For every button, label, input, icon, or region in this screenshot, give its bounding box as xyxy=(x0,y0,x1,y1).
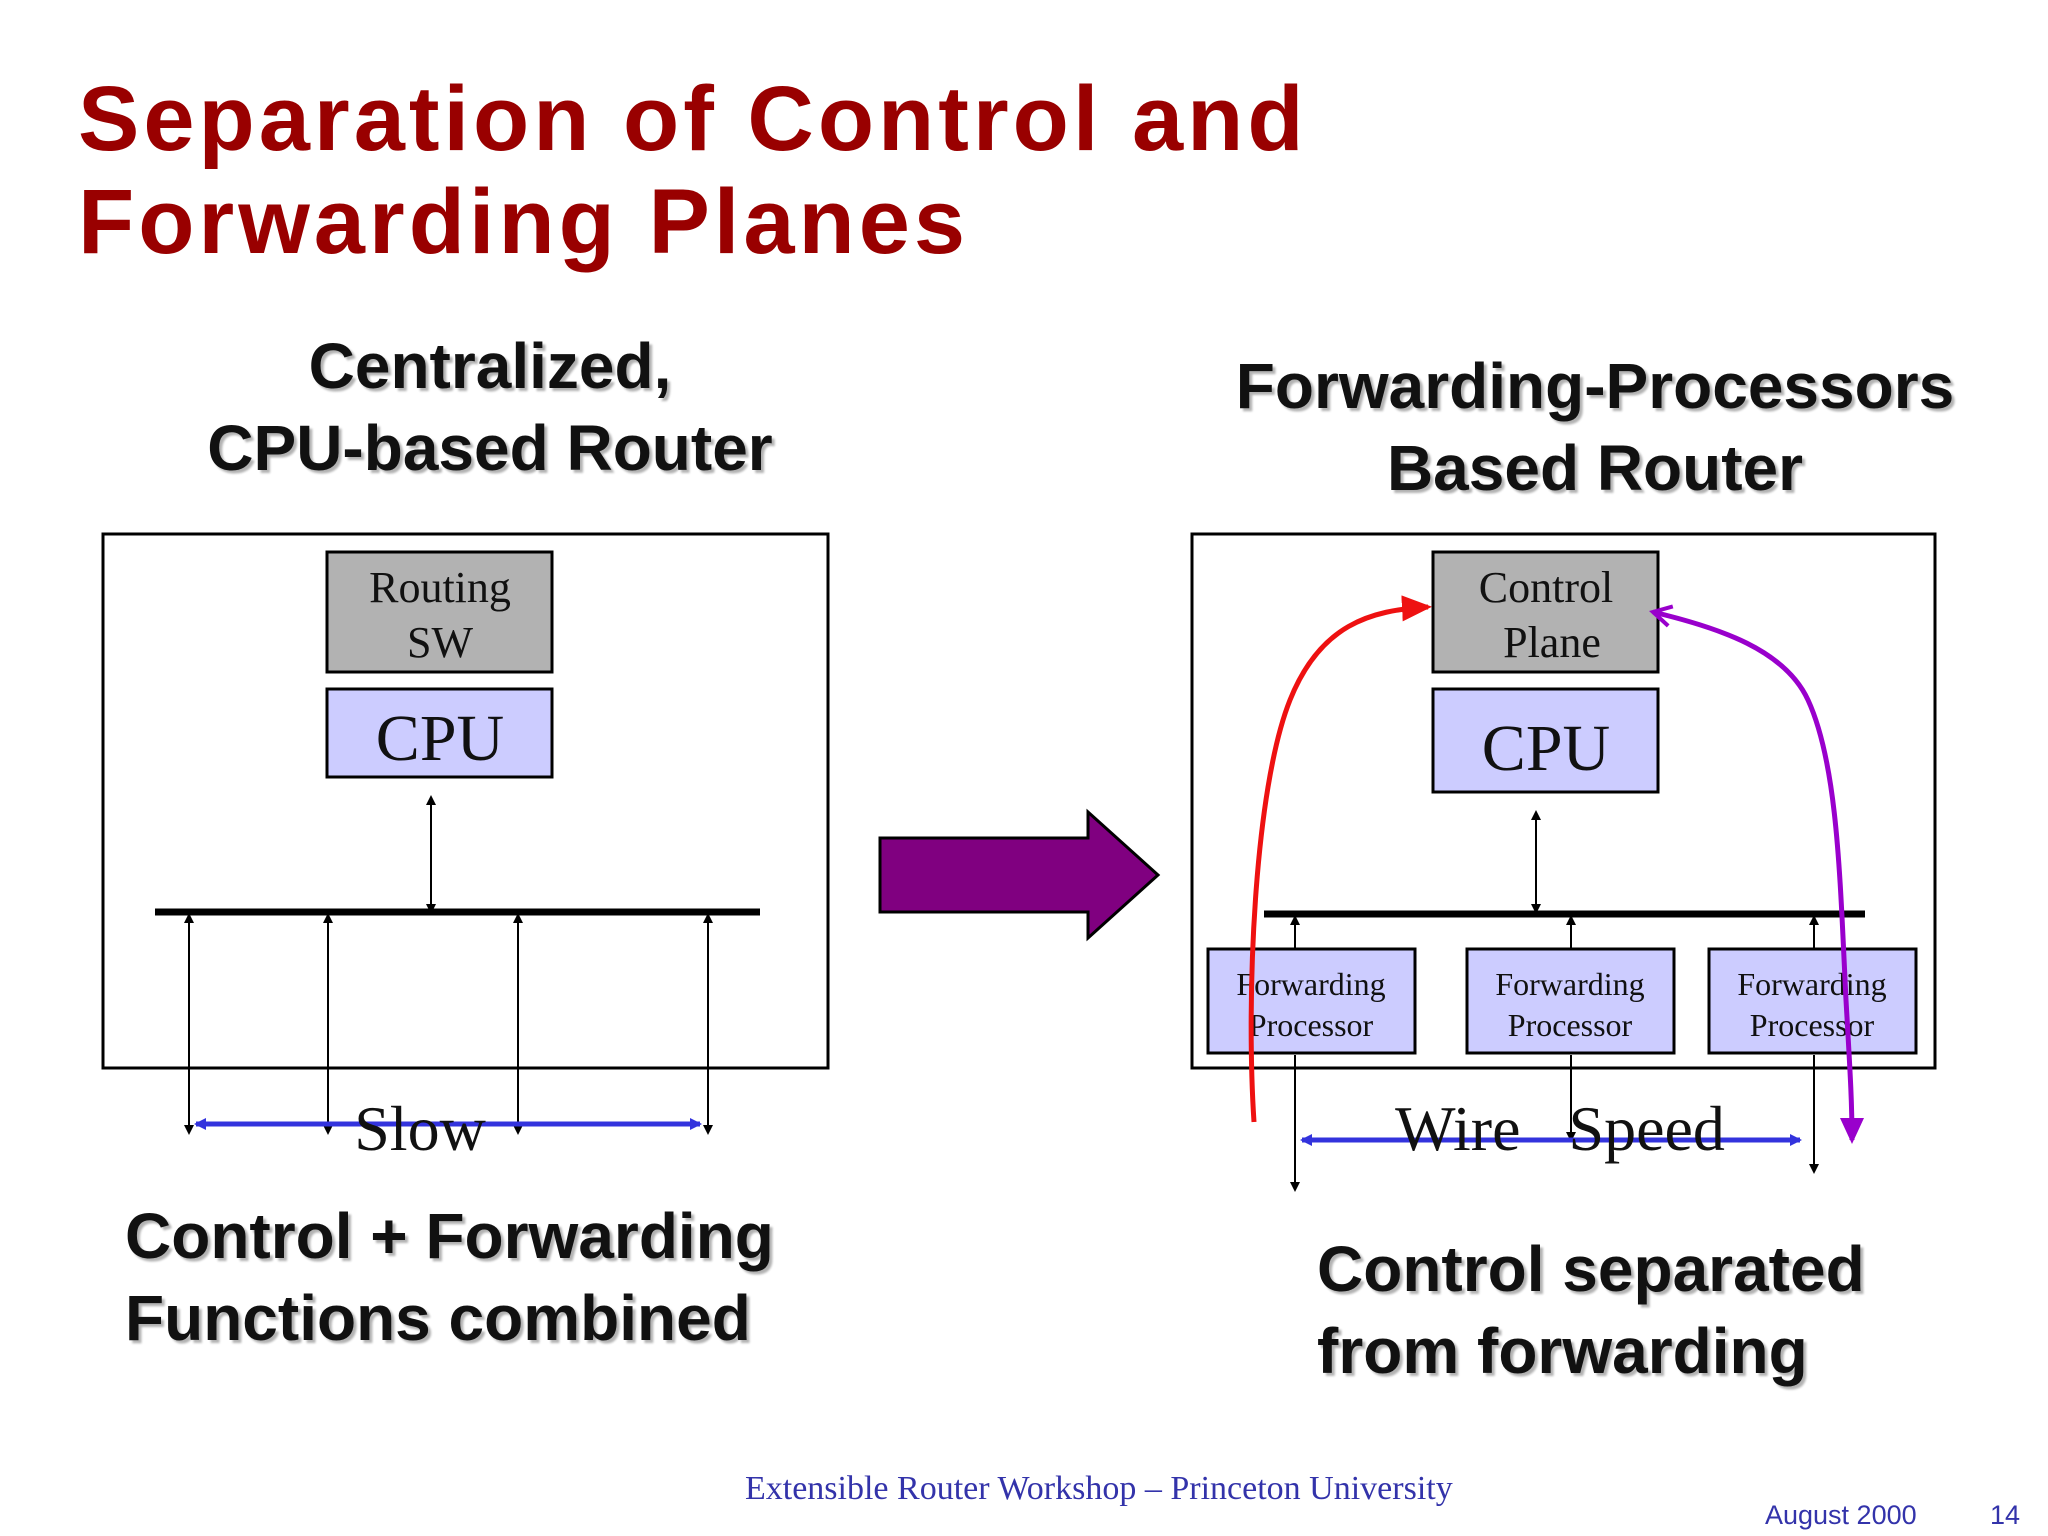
right-cpu-box: CPU xyxy=(1431,687,1660,794)
left-cpu-box: CPU xyxy=(325,687,554,779)
left-caption: Control + Forwarding Functions combined xyxy=(125,1195,774,1359)
slide-title-line1: Separation of Control and xyxy=(78,68,1308,170)
footer-date: August 2000 xyxy=(1765,1500,1917,1530)
fp3-label-line2: Processor xyxy=(1750,1007,1875,1043)
left-heading-line2: CPU-based Router xyxy=(207,412,773,484)
right-speed-label: Wire Speed xyxy=(1395,1093,1725,1164)
fp3-label-line1: Forwarding xyxy=(1737,966,1886,1002)
right-caption: Control separated from forwarding xyxy=(1317,1228,1865,1392)
left-speed-label: Slow xyxy=(354,1093,486,1164)
footer-center: Extensible Router Workshop – Princeton U… xyxy=(745,1470,1453,1507)
routing-sw-box: Routing SW xyxy=(325,550,554,674)
fp1-label-line1: Forwarding xyxy=(1236,966,1385,1002)
left-caption-line2: Functions combined xyxy=(125,1282,751,1354)
routing-sw-label-line2: SW xyxy=(407,618,473,667)
fp2-label-line1: Forwarding xyxy=(1495,966,1644,1002)
left-caption-line1: Control + Forwarding xyxy=(125,1200,774,1272)
right-heading-line1: Forwarding-Processors xyxy=(1235,350,1955,422)
right-caption-line2: from forwarding xyxy=(1317,1315,1808,1387)
red-control-path-arrow xyxy=(1248,595,1432,1123)
right-caption-line1: Control separated xyxy=(1317,1233,1865,1305)
transition-arrow-icon xyxy=(878,808,1161,942)
control-plane-box: Control Plane xyxy=(1431,550,1660,674)
slide-title-line2: Forwarding Planes xyxy=(78,171,970,273)
right-cpu-label: CPU xyxy=(1482,712,1610,785)
right-heading-line2: Based Router xyxy=(1386,432,1804,504)
left-heading-line1: Centralized, xyxy=(308,330,672,402)
left-router: Routing SW CPU Slow xyxy=(101,532,830,1164)
purple-control-path-arrow xyxy=(1653,612,1852,1140)
fp2-label-line2: Processor xyxy=(1508,1007,1633,1043)
right-router: Control Plane CPU Forwarding Processor F… xyxy=(1190,532,1937,1192)
slide-title: Separation of Control and Forwarding Pla… xyxy=(78,68,1308,274)
left-heading: Centralized, CPU-based Router xyxy=(160,325,820,489)
control-plane-label-line2: Plane xyxy=(1503,618,1601,667)
left-cpu-label: CPU xyxy=(376,702,504,775)
fp1-label-line2: Processor xyxy=(1249,1007,1374,1043)
routing-sw-label-line1: Routing xyxy=(369,563,511,612)
forwarding-processor-3: Forwarding Processor xyxy=(1707,947,1918,1055)
right-heading: Forwarding-Processors Based Router xyxy=(1190,345,2000,509)
page-number: 14 xyxy=(1990,1500,2021,1530)
forwarding-processor-1: Forwarding Processor xyxy=(1206,947,1417,1055)
control-plane-label-line1: Control xyxy=(1479,563,1613,612)
forwarding-processor-2: Forwarding Processor xyxy=(1465,947,1676,1055)
